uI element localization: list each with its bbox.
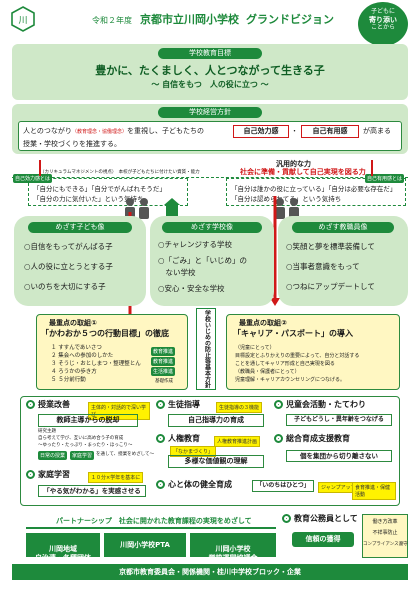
policy-label: 学校経営方針	[158, 107, 262, 118]
svg-text:川: 川	[18, 16, 27, 26]
target-icon	[156, 400, 165, 409]
policy-tag: 汎用的な力	[276, 160, 311, 168]
card-children: 児童会活動・たてわり 子どもどうし・異年齢をつなげる	[274, 400, 396, 430]
header-year: 令和２年度	[92, 16, 132, 25]
goal-label: 学校教育目標	[158, 48, 262, 59]
policy-kw2: 自己有用感	[301, 125, 359, 138]
child-icon-2	[139, 198, 149, 219]
goal-sub: ～ 自信をもつ 人の役に立つ ～	[151, 80, 269, 89]
school-building-icon	[164, 198, 180, 219]
focus-2: 最重点の取組② 「キャリア・パスポート」の導入 （児童にとって） 目標設定とふり…	[226, 314, 400, 390]
management-policy: 学校経営方針 人とのつながり（教育理念・協働理念）を重視し、子どもたちの 自己効…	[12, 104, 408, 154]
target-icon	[282, 514, 291, 523]
policy-body: 人とのつながり（教育理念・協働理念）を重視し、子どもたちの 自己効力感 ・ 自己…	[18, 121, 402, 151]
card-home: 家庭学習 １０分×学年を基本に 「やる気がわかる」を実感させる	[26, 470, 150, 502]
partner-council: 川岡小学校 学校運営協議会	[190, 533, 276, 562]
trust-tags: 働き方改革 不祥事防止 コンプライアンス遵守	[362, 514, 408, 558]
target-icon	[156, 434, 165, 443]
header-badge: 子どもに 寄り添い ことから	[358, 2, 408, 46]
target-icon	[274, 400, 283, 409]
partnership-caption: パートナーシップ 社会に開かれた教育課程の実現をめざして	[56, 517, 252, 525]
header-school: 京都市立川岡小学校	[140, 13, 239, 26]
school-goal: 学校教育目標 豊かに、たくましく、人とつながって生きる子 ～ 自信をもつ 人の役…	[12, 44, 408, 100]
target-icon	[156, 480, 165, 489]
target-icon	[274, 434, 283, 443]
partner-pta: 川岡小学校PTA	[104, 533, 186, 557]
aim-teacher: めざす教職員像 ○笑顔と夢を標準装備して ○当事者意識をもって ○つねにアップデ…	[278, 216, 408, 306]
aim-child: めざす子ども像 ○自信をもってがんばる子 ○人の役に立とうとする子 ○いのちを大…	[14, 216, 146, 306]
card-guidance: 生徒指導 生徒指導の３機能 自己指導力の育成	[156, 400, 268, 430]
goal-main: 豊かに、たくましく、人とつながって生きる子	[95, 64, 325, 77]
card-support: 総合育成支援教育 個を集団から切り離さない	[274, 434, 396, 470]
header-title: グランドビジョン	[246, 13, 334, 26]
footer-bar: 京都市教育委員会・関係機関・桂川中学校ブロック・企業	[12, 564, 408, 580]
trust-box: 教育公務員として 信頼の獲得	[282, 514, 358, 556]
card-health: 心と体の健全育成 「いのちはひとつ」 ジャンプアップ 食育推進・保健活動	[156, 480, 396, 500]
feeling-right: 自己有用感とは 「自分は誰かの役に立っている」「自分は必要な存在だ」 「自分は認…	[226, 174, 406, 206]
school-emblem: 川	[10, 6, 36, 32]
teacher-icon	[275, 198, 285, 219]
card-rights: 人権教育 人権教育推進計画 「なかまづくり」 多様な価値観の理解	[156, 434, 268, 470]
target-icon	[26, 400, 35, 409]
curriculum-note: （カリキュラムマネジメントの視点） 本校が子どもたちに付けたい資質・能力	[40, 170, 200, 175]
target-icon	[26, 470, 35, 479]
feeling-left: 自己効力感とは 「自分にもできる」「自分でがんばれそうだ」 「自分の力に気付いた…	[13, 174, 188, 206]
policy-kw1: 自己効力感	[233, 125, 289, 138]
curriculum-title: 社会に準備・貢献して自己実現を図る力	[240, 168, 366, 176]
focus-1: 最重点の取組① 「かわおか５つの行動目標」の徹底 １ すすんであいさつ ２ 集会…	[36, 314, 188, 390]
partner-community: 川岡地域 自治連・各種団体	[26, 533, 100, 562]
bullying-policy: 学校いじめの防止等基本方針	[196, 308, 216, 390]
aim-school: めざす学校像 ○チャレンジする学校 ○「ごみ」と「いじめ」の ない学校 ○安心・…	[150, 216, 274, 306]
emblem-icon: 川	[11, 6, 35, 32]
card-class: 授業改善 主体的・対話的で深い学び 教師主導からの脱却 研究主題 自ら考えて学び…	[26, 400, 154, 468]
